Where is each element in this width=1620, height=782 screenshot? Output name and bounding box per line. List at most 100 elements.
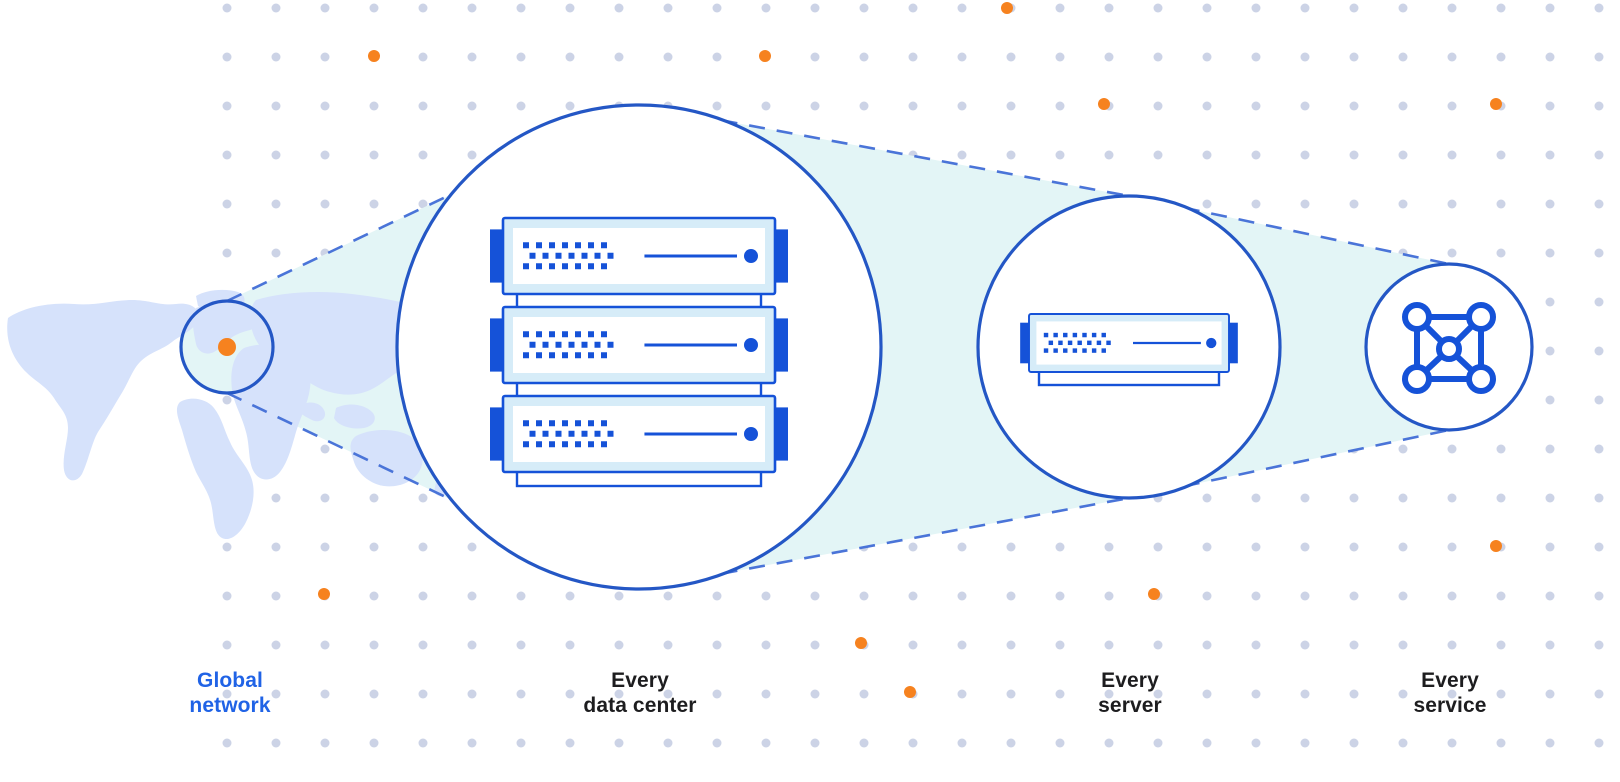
grid-dot [1300,199,1310,209]
grid-dot [467,689,477,699]
grid-dot [1300,738,1310,748]
vent-square [588,263,594,270]
grid-dot [1496,689,1506,699]
grid-dot [1251,3,1261,13]
map-landmass [350,430,423,487]
vent-square [562,242,568,249]
vent-square [1053,348,1058,353]
grid-dot [1447,591,1457,601]
vent-square [536,420,542,427]
server-rack-icon [490,216,788,488]
global-focus-ring[interactable] [179,299,275,395]
global-network-focus[interactable] [179,299,275,395]
vent-square [601,420,607,427]
grid-dot [369,640,379,650]
vent-square [542,252,549,259]
vent-square [1087,340,1092,346]
vent-square [607,341,614,348]
grid-dot [1398,542,1408,552]
grid-dot [1006,150,1016,160]
grid-dot [1398,640,1408,650]
grid-dot [1496,493,1506,503]
grid-dot [1447,150,1457,160]
grid-dot [271,3,281,13]
grid-dot [1104,738,1114,748]
grid-dot [1496,248,1506,258]
vent-square [1063,348,1068,353]
vent-square [581,430,588,437]
grid-dot [1202,738,1212,748]
vent-square [523,441,529,448]
grid-dot [957,101,967,111]
grid-dot [1300,101,1310,111]
grid-dot [1006,640,1016,650]
vent-square [1058,340,1063,346]
map-landmass [7,300,199,481]
grid-dot [1447,493,1457,503]
vent-square [562,331,568,338]
grid-dot [1104,640,1114,650]
grid-dot [222,591,232,601]
vent-square [607,430,614,437]
server-vent-grid [523,242,614,270]
grid-dot [1055,738,1065,748]
vent-square [568,341,575,348]
grid-dot [516,738,526,748]
vent-square [555,430,562,437]
server-vent-grid [523,331,614,359]
grid-dot [663,738,673,748]
vent-square [536,441,542,448]
grid-dot [957,542,967,552]
grid-dot [957,3,967,13]
vent-square [588,331,594,338]
grid-dot [1104,150,1114,160]
grid-dot [1251,738,1261,748]
grid-dot [614,591,624,601]
map-landmass [298,402,326,422]
grid-dot [1545,3,1555,13]
grid-highlight-dot [855,637,867,649]
vent-square [1072,332,1078,338]
grid-dot [467,101,477,111]
grid-dot [1398,52,1408,62]
grid-dot [1545,199,1555,209]
grid-dot [1055,3,1065,13]
grid-dot [908,3,918,13]
vent-square [1091,332,1097,338]
grid-dot [1251,542,1261,552]
grid-dot [810,689,820,699]
grid-dot [1447,199,1457,209]
grid-dot [1594,493,1604,503]
grid-highlight-dot [318,588,330,600]
grid-dot [663,52,673,62]
grid-dot [222,542,232,552]
grid-dot [1594,591,1604,601]
global-focus-marker[interactable] [218,338,236,356]
grid-dot [1447,3,1457,13]
grid-dot [957,591,967,601]
grid-dot [369,493,379,503]
grid-dot [1594,3,1604,13]
grid-dot [271,542,281,552]
grid-dot [222,150,232,160]
grid-dot [957,640,967,650]
map-landmass [176,398,254,540]
vent-square [594,341,601,348]
grid-dot [1398,101,1408,111]
grid-dot [1349,493,1359,503]
vent-square [588,420,594,427]
grid-dot [1055,150,1065,160]
server-tab-right [1226,322,1238,364]
grid-dot [1545,297,1555,307]
grid-dot [271,738,281,748]
grid-dot [810,591,820,601]
vent-square [575,441,581,448]
grid-dot [1594,689,1604,699]
grid-dot [614,738,624,748]
world-map-icon [7,289,455,540]
grid-dot [1300,591,1310,601]
grid-dot [418,542,428,552]
grid-dot [1545,689,1555,699]
vent-square [1067,340,1073,346]
vent-square [601,263,607,270]
